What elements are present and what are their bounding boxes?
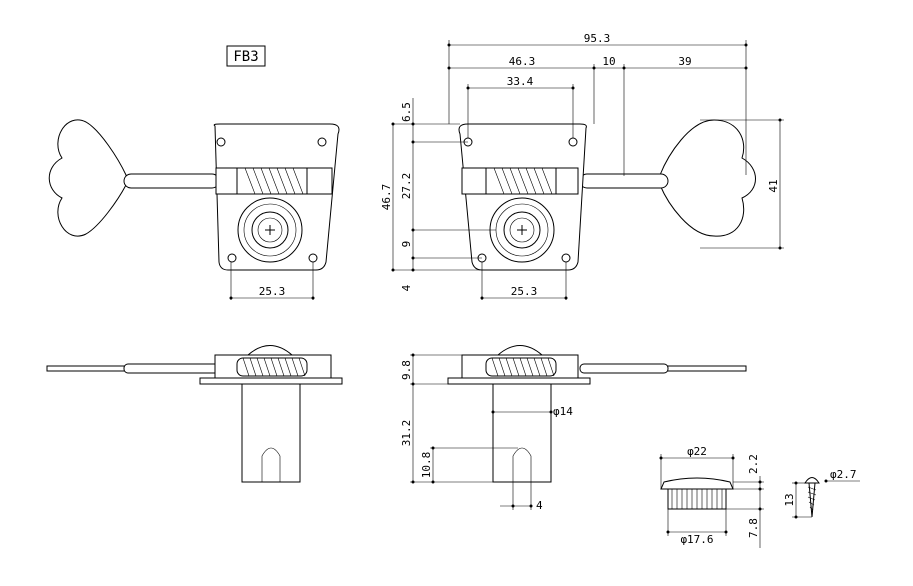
left-hole-tr xyxy=(317,137,327,147)
dim-knob-width: 41 xyxy=(767,179,780,192)
dim-plate-height: 46.7 xyxy=(380,184,393,211)
dim-hole-spacing: 33.4 xyxy=(507,75,534,88)
dim-bushing-height: 7.8 xyxy=(747,518,760,538)
dim-bottom-offset: 4 xyxy=(400,284,413,291)
model-label-text: FB3 xyxy=(233,49,258,65)
right-hole-tr xyxy=(568,137,578,147)
right-knob xyxy=(659,119,756,237)
dim-post-length: 31.2 xyxy=(400,420,413,447)
screw-detail: φ2.7 13 xyxy=(783,468,860,519)
right-top-view: 95.3 46.3 10 39 33.4 6.5 27.2 9 4 46.7 xyxy=(380,32,784,300)
screw-shank xyxy=(808,482,816,518)
left-side-shaft xyxy=(123,363,220,374)
dim-post-gap: 10 xyxy=(602,55,615,68)
bushing-flange xyxy=(660,477,734,490)
right-shaft xyxy=(579,173,669,189)
dim-screw-length: 13 xyxy=(783,493,796,506)
dim-bushing-top: φ22 xyxy=(687,445,707,458)
left-side-knob xyxy=(46,365,128,372)
left-side-screw-head xyxy=(246,345,294,356)
left-side-post xyxy=(241,383,301,483)
left-hole-br xyxy=(308,253,318,263)
model-label: FB3 xyxy=(226,45,266,67)
right-side-post xyxy=(492,383,552,483)
dim-hole-to-bottom: 27.2 xyxy=(400,173,413,200)
left-worm xyxy=(236,167,308,195)
left-screw-cross-icon xyxy=(265,225,275,235)
left-dim-hole-spacing: 25.3 xyxy=(259,285,286,298)
left-side-plate xyxy=(199,377,343,385)
left-top-view: 25.3 xyxy=(48,119,340,300)
dim-flange-height: 2.2 xyxy=(747,454,760,474)
right-screw-cross-icon xyxy=(517,225,527,235)
left-knob xyxy=(48,119,127,237)
dim-gear-height: 9.8 xyxy=(400,360,413,380)
right-side-plate xyxy=(447,377,591,385)
right-hole-br xyxy=(561,253,571,263)
left-hole-bl xyxy=(227,253,237,263)
left-hole-tl xyxy=(216,137,226,147)
dim-post-diameter: φ14 xyxy=(553,405,573,418)
dim-bushing-bottom: φ17.6 xyxy=(680,533,713,546)
dim-screw-diameter: φ2.7 xyxy=(830,468,857,481)
dim-plate-to-post: 46.3 xyxy=(509,55,536,68)
dim-top-offset: 6.5 xyxy=(400,102,413,122)
left-side-view xyxy=(46,345,343,483)
bushing-detail: φ22 φ17.6 2.2 7.8 xyxy=(659,445,764,548)
dim-overall-length: 95.3 xyxy=(584,32,611,45)
dim-post-to-hole: 9 xyxy=(400,241,413,248)
dim-slot-depth: 10.8 xyxy=(420,452,433,479)
right-side-slot xyxy=(512,447,532,482)
dim-knob-length: 39 xyxy=(678,55,691,68)
right-side-screw-head xyxy=(496,345,544,356)
right-dim-hole-spacing: 25.3 xyxy=(511,285,538,298)
dim-slot-width: 4 xyxy=(536,499,543,512)
left-shaft xyxy=(123,173,220,189)
right-worm xyxy=(485,167,557,195)
right-side-view: 9.8 31.2 10.8 φ14 4 xyxy=(400,345,747,512)
screw-head xyxy=(804,477,820,484)
right-side-shaft xyxy=(579,363,669,374)
left-side-slot xyxy=(261,447,281,482)
